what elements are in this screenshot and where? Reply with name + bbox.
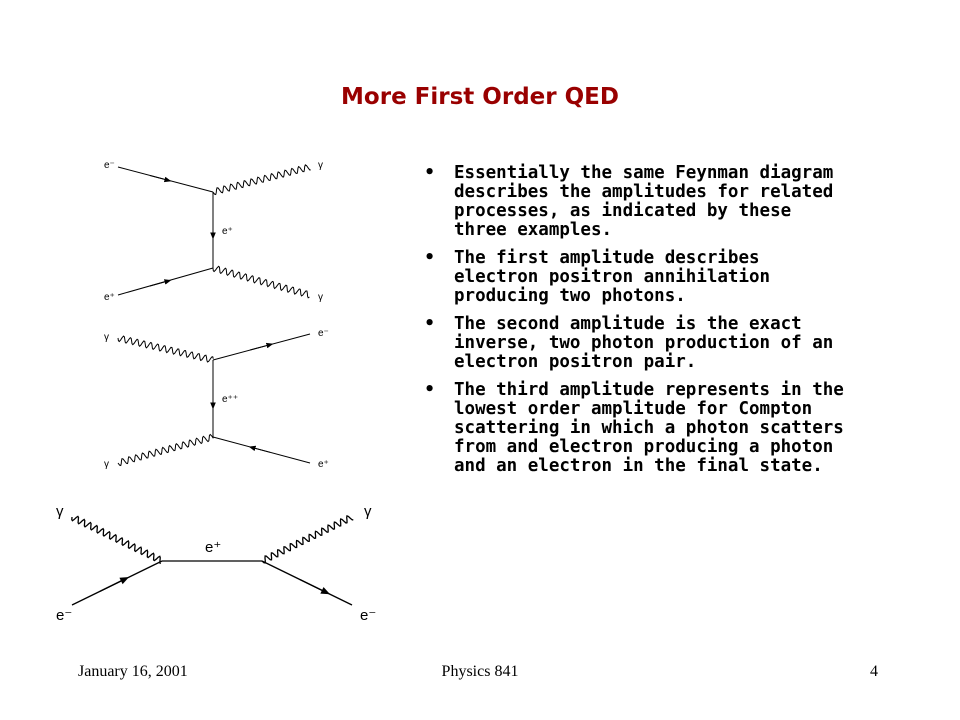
footer-course: Physics 841	[441, 663, 519, 680]
label-top-left: γ	[104, 332, 109, 343]
label-top-left: e⁻	[104, 160, 115, 171]
photon-line-out-top	[212, 164, 311, 196]
diagram-pair-production	[117, 333, 311, 467]
fermion-arrow	[249, 342, 274, 351]
fermion-arrow	[149, 175, 172, 183]
label-propagator: e⁺	[205, 539, 221, 556]
bullet-text: The first amplitude describes electron p…	[454, 248, 771, 306]
bullet-dot: •	[424, 163, 436, 183]
label-bottom-right: e⁺	[318, 459, 329, 470]
label-bottom-right: e⁻	[360, 607, 376, 624]
label-top-right: γ	[318, 160, 323, 171]
bullet-dot: •	[424, 314, 436, 334]
bullet-text: The second amplitude is the exact invers…	[454, 314, 834, 372]
fermion-arrow	[99, 576, 130, 592]
fermion-arrow	[248, 445, 271, 453]
diagram1-labels: e⁻ γ e⁺ e⁺ γ	[104, 160, 323, 303]
label-bottom-right: γ	[318, 292, 323, 303]
label-top-left: γ	[56, 503, 64, 520]
photon-line-out-bottom	[212, 265, 310, 299]
bullet-text: Essentially the same Feynman diagram des…	[454, 163, 834, 240]
photon-line-in-top	[117, 335, 214, 363]
bullet-list: • Essentially the same Feynman diagram de…	[424, 164, 854, 485]
label-top-right: e⁻	[318, 328, 329, 339]
diagram-annihilation	[117, 164, 311, 299]
diagram-compton	[71, 515, 354, 606]
bullet-item: • The first amplitude describes electron …	[424, 249, 854, 306]
bullet-item: • The second amplitude is the exact inver…	[424, 315, 854, 372]
fermion-arrow	[149, 279, 172, 287]
photon-line-in-bottom	[117, 433, 214, 467]
footer-date: January 16, 2001	[78, 663, 188, 680]
bullet-item: • The third amplitude represents in the l…	[424, 381, 854, 476]
photon-line-in	[71, 515, 162, 565]
label-bottom-left: e⁺	[104, 292, 115, 303]
label-bottom-left: e⁻	[56, 607, 72, 624]
diagram3-labels: γ γ e⁺ e⁻ e⁻	[56, 503, 376, 624]
fermion-arrow	[299, 579, 331, 595]
bullet-text: The third amplitude represents in the lo…	[454, 380, 844, 476]
bullet-dot: •	[424, 248, 436, 268]
diagram2-labels: γ e⁻ e⁺⁺ γ e⁺	[104, 328, 329, 470]
label-bottom-left: γ	[104, 459, 109, 470]
photon-line-out	[261, 515, 354, 564]
bullet-item: • Essentially the same Feynman diagram de…	[424, 164, 854, 240]
label-top-right: γ	[364, 503, 372, 520]
footer-page-number: 4	[870, 663, 878, 680]
bullet-dot: •	[424, 380, 436, 400]
label-propagator: e⁺	[222, 226, 233, 237]
label-propagator: e⁺⁺	[222, 394, 238, 405]
slide-title: More First Order QED	[341, 84, 619, 110]
